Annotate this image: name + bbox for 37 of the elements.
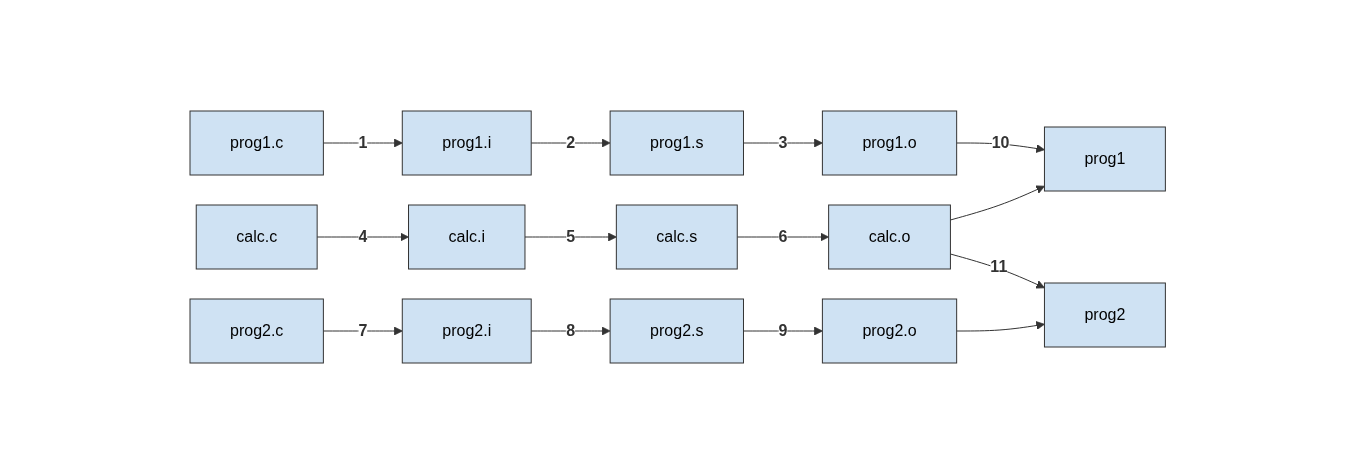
- arrow: [531, 138, 611, 147]
- edge-label: 3: [778, 133, 788, 151]
- node-box: prog2: [1044, 282, 1167, 347]
- edge-label: 6: [778, 227, 788, 245]
- arrow: [956, 320, 1046, 331]
- node-box: calc.o: [828, 204, 952, 269]
- edge-label: 10: [991, 133, 1010, 151]
- edge-label: 7: [358, 321, 368, 339]
- edge-label: 2: [566, 133, 576, 151]
- edge-label: 4: [358, 227, 368, 245]
- node-box: prog1.c: [189, 110, 325, 175]
- arrow: [323, 138, 403, 147]
- edge-label: 11: [990, 257, 1008, 275]
- arrow: [743, 326, 824, 335]
- edge-label: 8: [566, 321, 576, 339]
- arrow: [950, 184, 1046, 220]
- node-box: calc.i: [408, 204, 526, 269]
- edge-label: 5: [566, 227, 576, 245]
- arrow: [950, 253, 1046, 289]
- node-box: prog1.s: [609, 110, 745, 175]
- node-box: prog1: [1044, 126, 1167, 191]
- arrow: [956, 142, 1046, 153]
- arrow: [531, 326, 611, 335]
- node-box: prog2.i: [402, 298, 532, 363]
- node-box: calc.c: [196, 204, 318, 269]
- node-box: prog2.s: [609, 298, 745, 363]
- node-box: prog1.o: [822, 110, 958, 175]
- node-box: prog2.o: [822, 298, 958, 363]
- arrow: [316, 232, 410, 241]
- arrow: [323, 326, 403, 335]
- arrow: [743, 138, 824, 147]
- node-box: calc.s: [616, 204, 739, 269]
- node-box: prog2.c: [189, 298, 325, 363]
- edge-label: 9: [778, 321, 788, 339]
- edge-label: 1: [358, 133, 368, 151]
- node-box: prog1.i: [402, 110, 532, 175]
- arrow: [737, 232, 830, 241]
